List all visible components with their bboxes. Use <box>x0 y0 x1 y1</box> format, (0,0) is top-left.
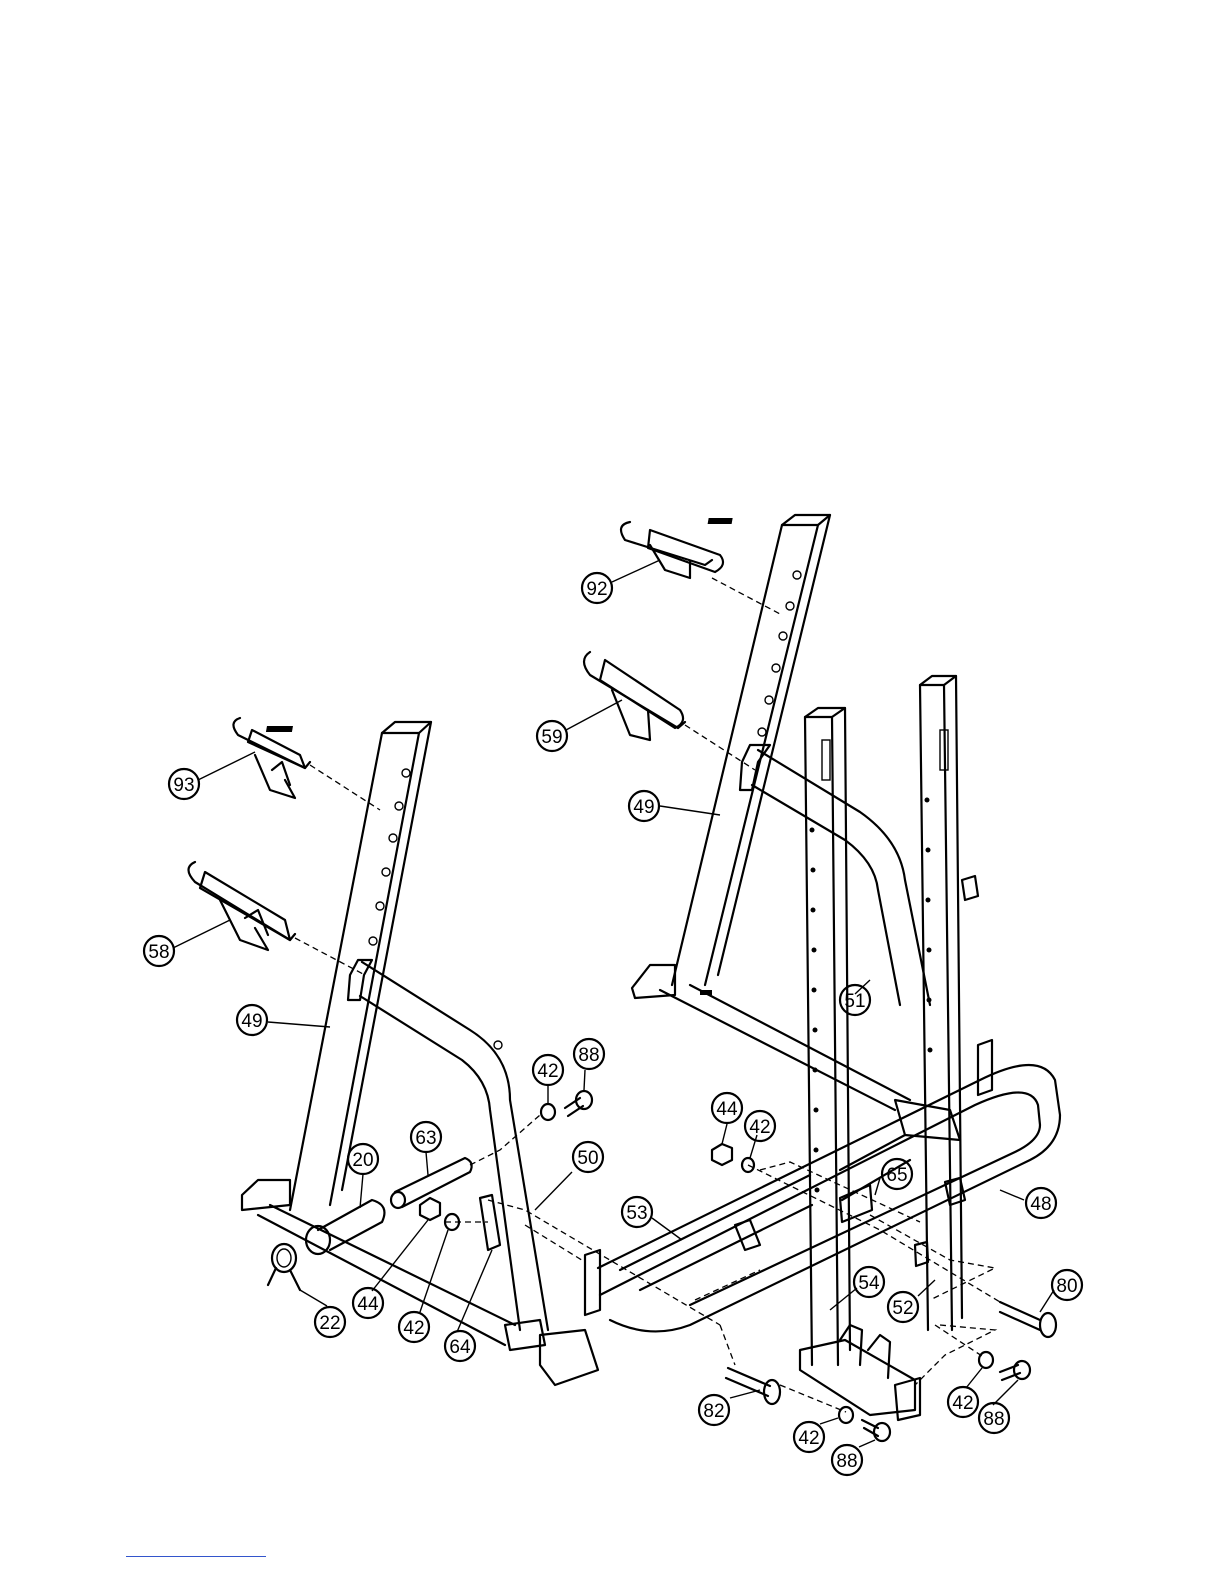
svg-text:42: 42 <box>952 1393 973 1414</box>
callout-93: 93 <box>169 769 199 799</box>
callout-64: 64 <box>445 1331 475 1361</box>
callout-63: 63 <box>411 1122 441 1152</box>
svg-text:59: 59 <box>541 727 562 748</box>
bolt-80 <box>1000 1302 1056 1337</box>
callout-53: 53 <box>622 1197 652 1227</box>
callout-88: 88 <box>832 1445 862 1475</box>
washer-42-bottom-right <box>979 1352 993 1368</box>
callout-42: 42 <box>745 1111 775 1141</box>
svg-text:80: 80 <box>1056 1276 1077 1297</box>
callout-49: 49 <box>629 791 659 821</box>
svg-text:53: 53 <box>626 1203 647 1224</box>
front-vertical-post-right <box>920 676 962 1330</box>
bolt-88-bottom <box>862 1420 890 1441</box>
bolt-88-bottom-right <box>1000 1361 1030 1380</box>
svg-text:88: 88 <box>578 1045 599 1066</box>
svg-text:51: 51 <box>844 991 865 1012</box>
right-diagonal-brace <box>752 750 978 1005</box>
callout-42: 42 <box>794 1422 824 1452</box>
callout-44: 44 <box>712 1093 742 1123</box>
svg-text:88: 88 <box>983 1409 1004 1430</box>
svg-text:44: 44 <box>716 1099 738 1120</box>
svg-text:49: 49 <box>633 797 654 818</box>
left-diagonal-brace <box>360 962 548 1330</box>
svg-text:44: 44 <box>357 1294 379 1315</box>
svg-text:88: 88 <box>836 1451 857 1472</box>
svg-text:20: 20 <box>352 1150 373 1171</box>
callout-20: 20 <box>348 1144 378 1174</box>
callout-88: 88 <box>574 1039 604 1069</box>
callout-49: 49 <box>237 1005 267 1035</box>
footer-rule <box>126 1556 266 1557</box>
plate-64 <box>480 1195 500 1250</box>
svg-text:49: 49 <box>241 1011 262 1032</box>
callout-92: 92 <box>582 573 612 603</box>
spring-collar-22 <box>268 1244 300 1290</box>
front-base-plate <box>800 1325 920 1420</box>
svg-text:48: 48 <box>1030 1194 1051 1215</box>
callout-82: 82 <box>699 1395 729 1425</box>
callout-42: 42 <box>948 1387 978 1417</box>
svg-text:64: 64 <box>449 1337 471 1358</box>
callout-52: 52 <box>888 1292 918 1322</box>
svg-text:52: 52 <box>892 1298 913 1319</box>
bolt-82 <box>726 1368 780 1404</box>
svg-text:65: 65 <box>886 1165 907 1186</box>
svg-text:82: 82 <box>703 1401 724 1422</box>
callout-65: 65 <box>882 1159 912 1189</box>
callout-42: 42 <box>399 1312 429 1342</box>
svg-text:54: 54 <box>858 1273 880 1294</box>
callout-42: 42 <box>533 1055 563 1085</box>
svg-text:42: 42 <box>403 1318 424 1339</box>
callout-22: 22 <box>315 1307 345 1337</box>
nut-44-right <box>712 1144 732 1165</box>
callout-88: 88 <box>979 1403 1009 1433</box>
callout-50: 50 <box>573 1142 603 1172</box>
washer-42-upper <box>541 1104 555 1120</box>
svg-text:58: 58 <box>148 942 169 963</box>
callout-44: 44 <box>353 1288 383 1318</box>
weight-horn-63 <box>391 1158 472 1208</box>
svg-text:22: 22 <box>319 1313 340 1334</box>
svg-text:92: 92 <box>586 579 607 600</box>
callout-80: 80 <box>1052 1270 1082 1300</box>
svg-text:42: 42 <box>798 1428 819 1449</box>
j-hook-92 <box>621 522 723 578</box>
callout-58: 58 <box>144 936 174 966</box>
callout-59: 59 <box>537 721 567 751</box>
j-hook-59 <box>584 652 685 740</box>
bolt-88-upper <box>565 1091 592 1116</box>
svg-text:63: 63 <box>415 1128 436 1149</box>
callout-51: 51 <box>840 985 870 1015</box>
safety-spotter-58 <box>189 862 296 950</box>
nut-44-left <box>420 1198 440 1220</box>
svg-text:42: 42 <box>749 1117 770 1138</box>
svg-text:93: 93 <box>173 775 194 796</box>
svg-text:42: 42 <box>537 1061 558 1082</box>
svg-text:50: 50 <box>577 1148 598 1169</box>
callout-48: 48 <box>1026 1188 1056 1218</box>
callout-54: 54 <box>854 1267 884 1297</box>
